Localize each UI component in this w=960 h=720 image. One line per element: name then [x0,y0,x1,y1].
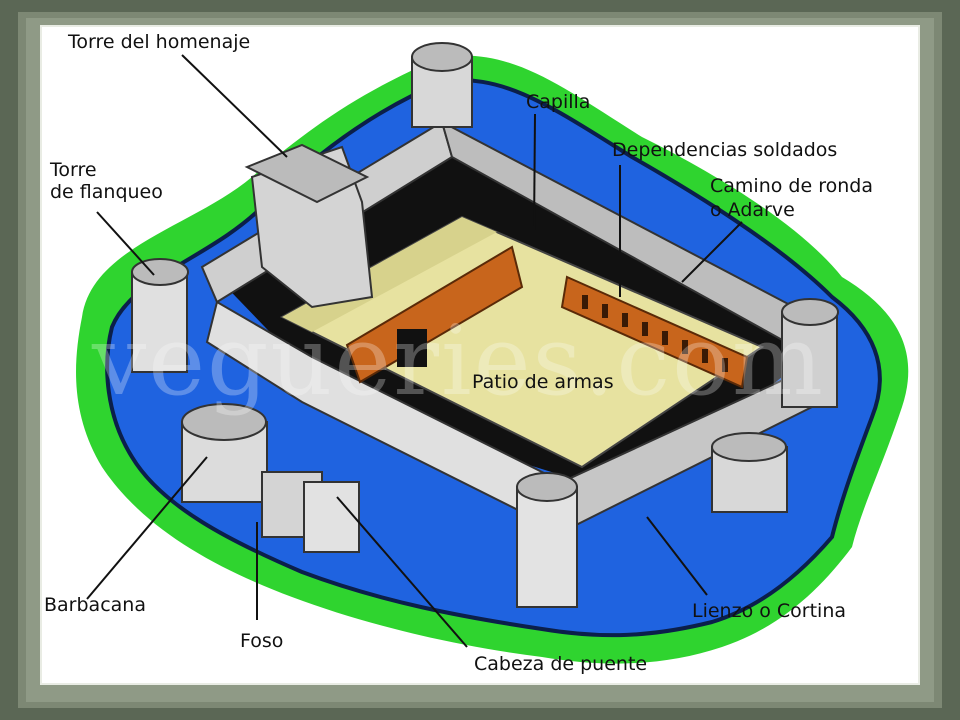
barbican [181,403,360,553]
chapel-building [345,245,524,384]
label-capilla: Capilla [526,91,591,113]
label-torre-homenaje: Torre del homenaje [68,31,251,53]
pointer-lines [86,54,743,648]
castle-diagram [76,42,909,664]
diagram-panel: vegueries.com Torre del homenaje Capilla… [42,27,918,683]
soldiers-quarters-arches [582,295,728,372]
watermark: vegueries.com [92,305,825,417]
keep-tower-top [244,143,370,204]
label-camino-ronda-line1: Camino de ronda [710,175,873,197]
label-patio-armas: Patio de armas [472,371,614,393]
corner-tower-east [781,298,839,408]
chapel-door [397,329,427,367]
label-dependencias: Dependencias soldados [612,139,838,161]
soldiers-quarters [560,275,749,389]
corner-tower-south [516,472,578,608]
label-torre-flanqueo-line1: Torre [50,159,97,181]
label-torre-flanqueo-line2: de flanqueo [50,181,163,203]
label-cabeza-puente: Cabeza de puente [474,653,648,675]
label-lienzo-cortina: Lienzo o Cortina [692,600,847,622]
label-camino-ronda-line2: o Adarve [710,199,795,221]
label-foso: Foso [240,630,284,652]
tower-flanking-east-small [711,432,788,513]
corner-tower-north [411,42,473,128]
label-barbacana: Barbacana [44,594,146,616]
